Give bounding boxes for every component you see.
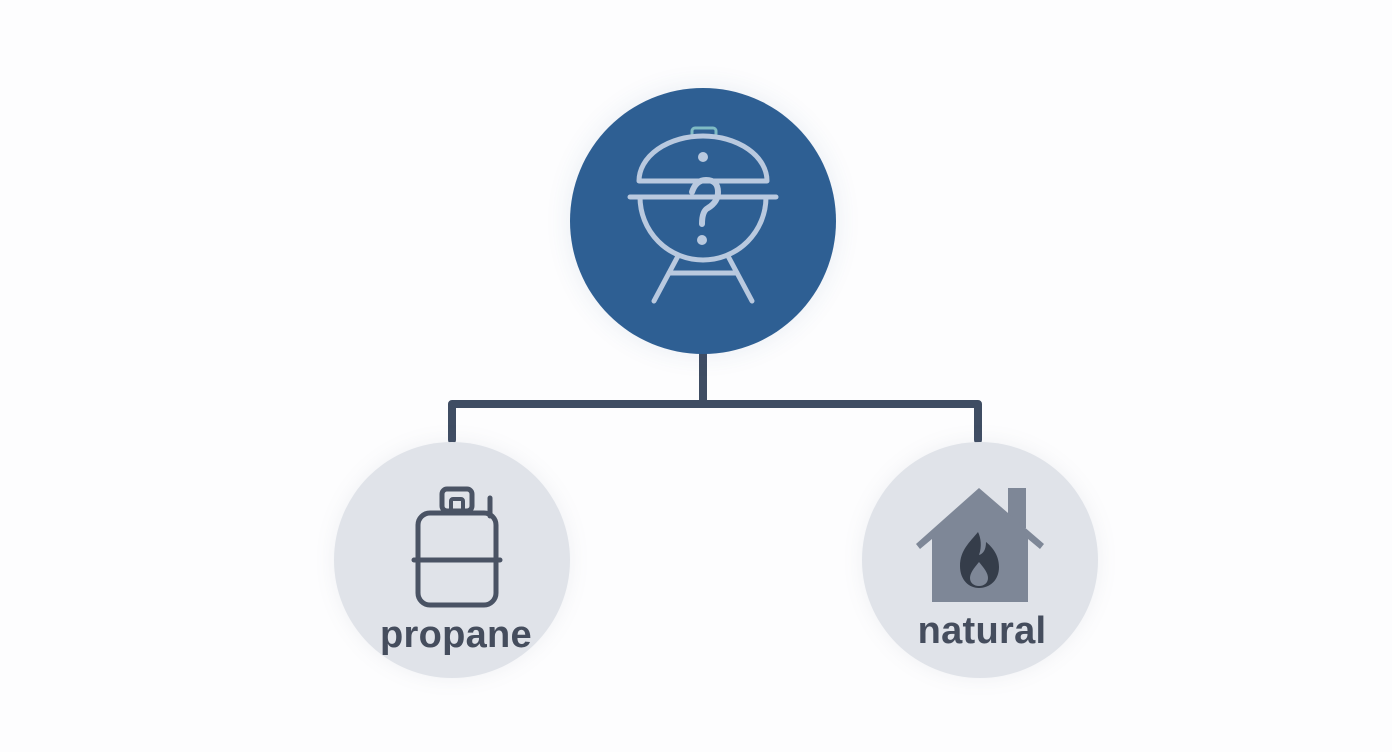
propane-tank-icon xyxy=(411,486,503,608)
house-flame-icon xyxy=(916,488,1044,602)
option-label-propane: propane xyxy=(379,614,532,656)
grill-question-icon xyxy=(627,126,779,304)
option-label-natural: natural xyxy=(917,610,1047,652)
